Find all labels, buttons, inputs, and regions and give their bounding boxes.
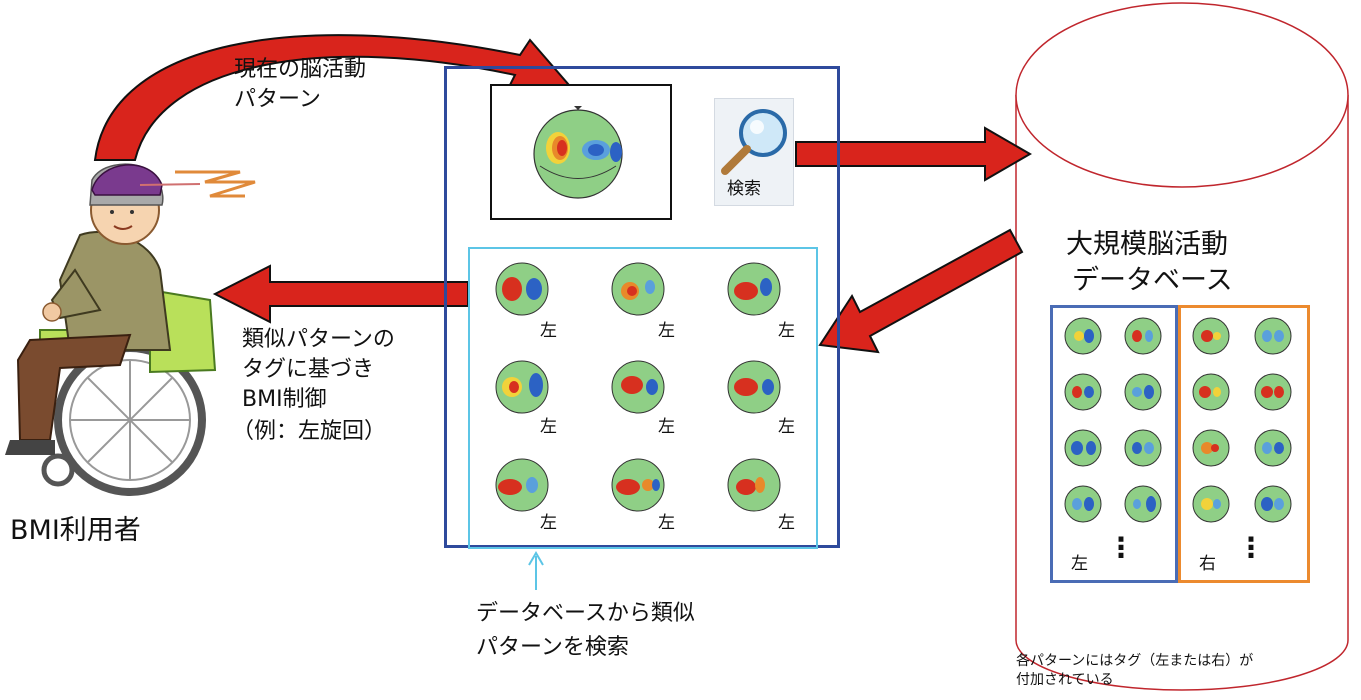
control-text-line4: （例：左旋回） [232, 419, 387, 444]
db-left-map [1064, 485, 1102, 523]
database-title-line1: 大規模脳活動 [1066, 229, 1228, 260]
db-left-group: 左 ⋮ [1050, 305, 1178, 583]
current-pattern-label-line2: パターン [234, 87, 321, 112]
db-left-tag: 左 [1071, 554, 1088, 574]
result-tag-5: 左 [658, 417, 675, 437]
current-brain-map [533, 106, 623, 199]
db-left-map [1124, 485, 1162, 523]
db-right-group: 右 ⋮ [1178, 305, 1310, 583]
db-right-map [1192, 317, 1230, 355]
db-right-map [1254, 429, 1292, 467]
search-caption-line2: パターンを検索 [476, 635, 629, 660]
current-pattern-box [490, 84, 672, 220]
result-map-9 [727, 458, 781, 512]
result-tag-6: 左 [778, 417, 795, 437]
search-button[interactable]: 検索 [714, 98, 794, 206]
db-right-map [1192, 429, 1230, 467]
similar-results-panel: 左 左 左 左 左 左 左 左 左 [468, 247, 818, 549]
result-map-7 [495, 458, 549, 512]
db-left-map [1064, 373, 1102, 411]
result-map-3 [727, 262, 781, 316]
db-left-ellipsis: ⋮ [1107, 531, 1135, 564]
db-right-ellipsis: ⋮ [1237, 531, 1265, 564]
control-text-line2: タグに基づき [242, 357, 375, 382]
magnifier-icon [721, 109, 787, 175]
result-tag-4: 左 [540, 417, 557, 437]
result-tag-1: 左 [540, 321, 557, 341]
db-right-maps [1192, 317, 1292, 523]
result-map-1 [495, 262, 549, 316]
result-map-6 [727, 360, 781, 414]
db-right-map [1254, 485, 1292, 523]
arrow-database-to-results [818, 228, 1024, 354]
up-arrow [528, 551, 544, 590]
result-map-2 [611, 262, 665, 316]
search-caption-line1: データベースから類似 [476, 601, 695, 626]
database-title-line2: データベース [1072, 265, 1233, 296]
result-map-4 [495, 360, 549, 414]
control-text-line3: BMI制御 [242, 387, 327, 412]
db-right-map [1254, 317, 1292, 355]
db-left-map [1124, 317, 1162, 355]
arrow-to-user [212, 264, 469, 324]
db-right-map [1254, 373, 1292, 411]
result-tag-3: 左 [778, 321, 795, 341]
db-right-map [1192, 373, 1230, 411]
results-grid [495, 262, 781, 512]
result-tag-2: 左 [658, 321, 675, 341]
db-right-map [1192, 485, 1230, 523]
database-note-line2: 付加されている [1016, 672, 1114, 688]
control-text-line1: 類似パターンの [242, 327, 395, 352]
search-button-label: 検索 [727, 179, 761, 199]
result-map-8 [611, 458, 665, 512]
db-left-map [1064, 429, 1102, 467]
db-left-map [1124, 373, 1162, 411]
main-panel [444, 66, 840, 548]
db-left-maps [1064, 317, 1162, 523]
db-left-map [1124, 429, 1162, 467]
database-cylinder [1015, 2, 1349, 691]
result-tag-8: 左 [658, 513, 675, 533]
user-label: BMI利用者 [10, 515, 141, 546]
result-tag-9: 左 [778, 513, 795, 533]
current-pattern-label-line1: 現在の脳活動 [234, 57, 367, 82]
db-left-map [1064, 317, 1102, 355]
arrow-to-database [795, 126, 1032, 182]
database-note-line1: 各パターンにはタグ（左または右）が [1016, 653, 1254, 669]
result-map-5 [611, 360, 665, 414]
db-right-tag: 右 [1199, 554, 1216, 574]
result-tag-7: 左 [540, 513, 557, 533]
wheelchair-user-illustration [5, 163, 256, 496]
